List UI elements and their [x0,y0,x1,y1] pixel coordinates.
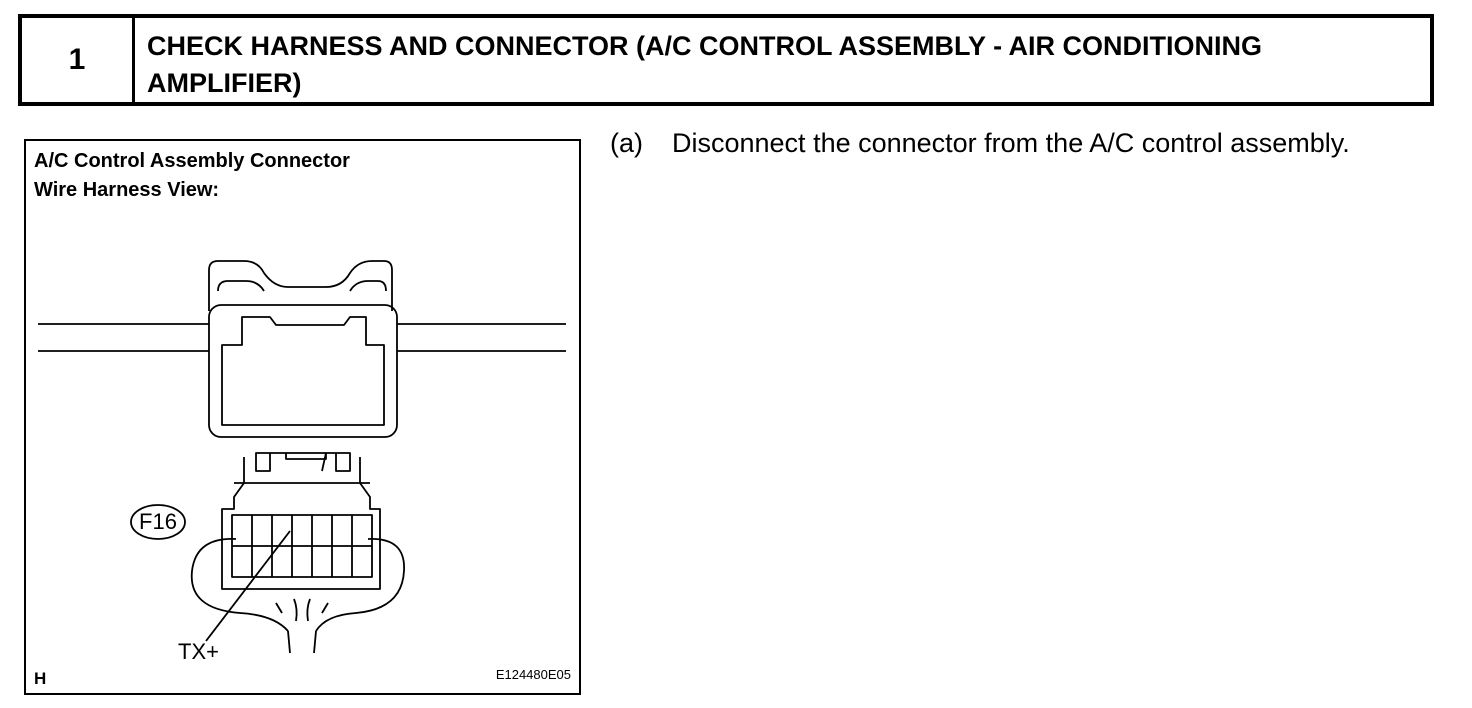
figure-caption-line-1: A/C Control Assembly Connector [34,150,350,172]
lower-connector-lock-right [321,452,327,472]
step-header: 1 CHECK HARNESS AND CONNECTOR (A/C CONTR… [18,14,1434,106]
lower-connector-lock [255,452,351,472]
step-title-line-2: AMPLIFIER) [147,68,302,98]
harness-wire-strand [306,598,311,622]
terminal-label: TX+ [178,639,219,664]
connector-code-ellipse [130,504,186,540]
upper-connector-back [208,260,393,311]
harness-wire-strand [313,630,317,654]
figure-caption: A/C Control Assembly Connector Wire Harn… [34,147,350,205]
figure-caption-line-2: Wire Harness View: [34,179,220,201]
harness-wire-strand [293,598,298,622]
upper-connector-face [221,316,385,426]
terminal-callout-line [205,530,291,642]
connector-diagram [38,260,566,654]
lower-connector-body [221,457,381,590]
harness-wire-strand [321,602,329,614]
figure-id: E124480E05 [495,667,571,682]
upper-connector-ridge [349,280,387,292]
step-title-line-1: CHECK HARNESS AND CONNECTOR (A/C CONTROL… [147,31,1263,61]
connector-code: F16 [139,509,177,534]
harness-wire-loop-left [190,538,289,632]
step-number: 1 [22,18,135,102]
instruction-text: Disconnect the connector from the A/C co… [672,128,1350,158]
harness-wire-strand [275,602,283,614]
figure-corner-mark: H [34,669,47,688]
upper-connector-ridge [217,280,265,292]
instruction-item: (a) Disconnect the connector from the A/… [610,126,1350,160]
connector-figure: A/C Control Assembly Connector Wire Harn… [24,139,581,695]
step-title: CHECK HARNESS AND CONNECTOR (A/C CONTROL… [135,18,1430,102]
instruction-marker: (a) [610,128,643,158]
harness-wire-strand [287,630,291,654]
upper-connector-body [208,304,398,438]
harness-wire-loop-right [315,538,405,632]
